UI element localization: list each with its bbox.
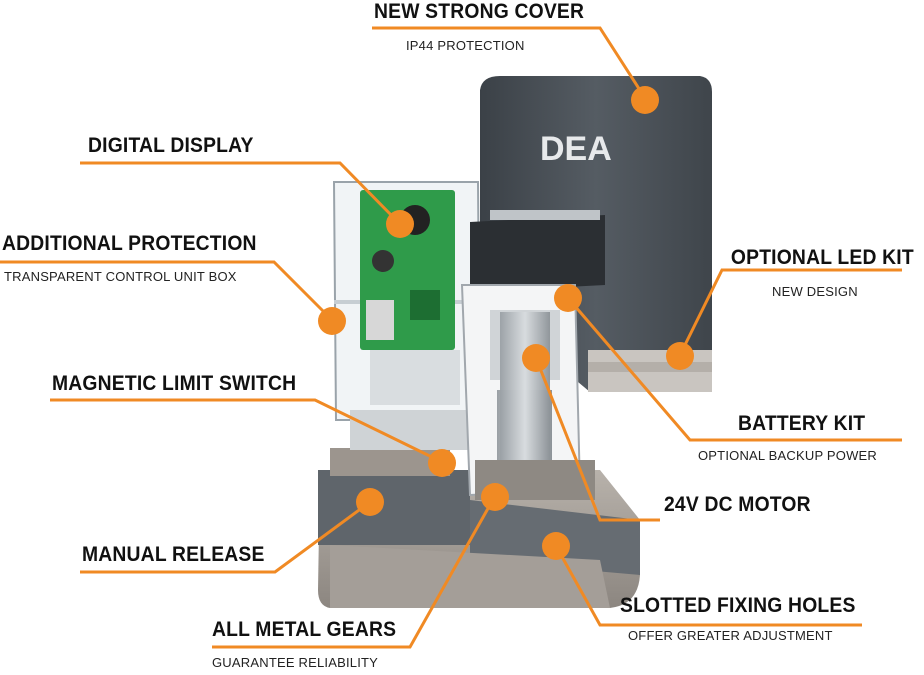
- dot-gears: [481, 483, 509, 511]
- manual-release-title: MANUAL RELEASE: [82, 543, 265, 566]
- dot-manual-release: [356, 488, 384, 516]
- metal-gears-subtitle: GUARANTEE RELIABILITY: [212, 655, 379, 670]
- digital-display-title: DIGITAL DISPLAY: [88, 134, 254, 157]
- base: [318, 448, 640, 608]
- callout-dots: [318, 86, 694, 560]
- battery: [470, 210, 605, 292]
- new-cover-subtitle: IP44 PROTECTION: [406, 38, 525, 53]
- dea-logo: DEA: [540, 130, 612, 168]
- motor-title: 24V DC MOTOR: [664, 493, 811, 516]
- dot-display: [386, 210, 414, 238]
- led-kit-title: OPTIONAL LED KIT: [731, 246, 914, 269]
- dot-led-kit: [666, 342, 694, 370]
- dot-protection: [318, 307, 346, 335]
- dot-battery: [554, 284, 582, 312]
- dot-fixing-holes: [542, 532, 570, 560]
- dot-cover: [631, 86, 659, 114]
- dot-motor: [522, 344, 550, 372]
- fixing-holes-title: SLOTTED FIXING HOLES: [620, 594, 856, 617]
- dot-limit-switch: [428, 449, 456, 477]
- additional-protection-title: ADDITIONAL PROTECTION: [2, 232, 257, 255]
- fixing-holes-subtitle: OFFER GREATER ADJUSTMENT: [628, 628, 833, 643]
- control-box: [332, 181, 482, 450]
- additional-protection-subtitle: TRANSPARENT CONTROL UNIT BOX: [4, 269, 237, 284]
- magnetic-limit-switch-title: MAGNETIC LIMIT SWITCH: [52, 372, 297, 395]
- motor-assembly: [460, 284, 595, 500]
- callout-lines: [0, 26, 902, 649]
- battery-kit-title: BATTERY KIT: [738, 412, 866, 435]
- led-kit-subtitle: NEW DESIGN: [772, 284, 858, 299]
- new-cover-title: NEW STRONG COVER: [374, 0, 585, 23]
- metal-gears-title: ALL METAL GEARS: [212, 618, 397, 641]
- battery-kit-subtitle: OPTIONAL BACKUP POWER: [698, 448, 878, 463]
